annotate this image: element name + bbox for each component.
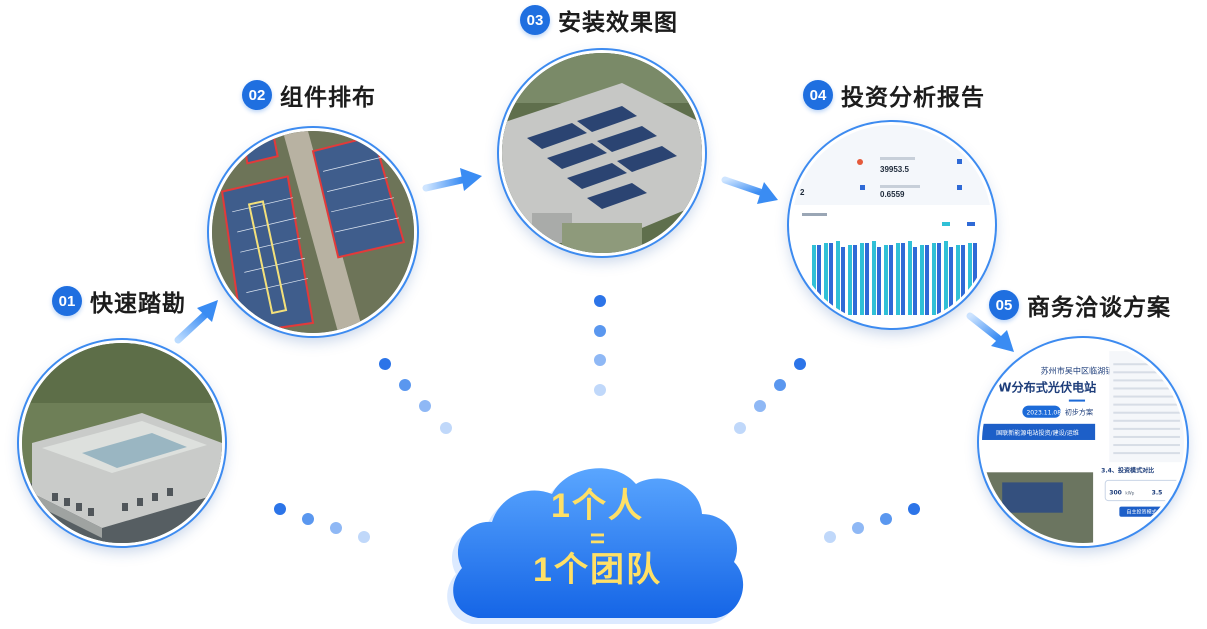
proposal-price-value: 3.5 xyxy=(1152,490,1163,497)
report-bar xyxy=(944,241,948,315)
proposal-location: 苏州市吴中区临湖镇 xyxy=(1041,365,1114,375)
dots-right-upper xyxy=(734,358,806,434)
arrow-04-05 xyxy=(966,312,1014,352)
report-bar xyxy=(973,243,977,315)
cloud-shape xyxy=(447,468,744,624)
step-03-label: 03 安装效果图 xyxy=(520,3,678,37)
arrow-01-02 xyxy=(174,300,218,344)
report-bar xyxy=(937,243,941,315)
dots-left-upper xyxy=(379,358,452,434)
report-bar xyxy=(872,241,876,315)
report-bar xyxy=(829,243,833,315)
step-01-label: 01 快速踏勘 xyxy=(52,284,186,318)
panel-layout-image xyxy=(212,131,414,333)
step-05-title: 商务洽谈方案 xyxy=(1027,294,1171,320)
dots-right-lower xyxy=(824,503,920,543)
report-left-value: 2 xyxy=(800,188,805,197)
report-bar xyxy=(896,243,900,315)
step-04-title: 投资分析报告 xyxy=(841,84,985,110)
proposal-banner: 国联新能源电站投资/建设/运维 xyxy=(996,429,1079,437)
report-bar xyxy=(925,245,929,315)
step-04-badge: 04 xyxy=(803,80,833,110)
step-01-title: 快速踏勘 xyxy=(90,290,186,316)
report-bar xyxy=(908,241,912,315)
report-bar xyxy=(901,243,905,315)
report-bar xyxy=(812,245,816,315)
report-metric-2: 0.6559 xyxy=(880,190,905,199)
business-proposal-image: 苏州市吴中区临湖镇 W分布式光伏电站 2023.11.08 初步方案 国联新能源… xyxy=(982,341,1184,543)
step-02-badge: 02 xyxy=(242,80,272,110)
step-03-title: 安装效果图 xyxy=(558,9,678,35)
slogan-line-2: 1个团队 xyxy=(533,551,662,589)
report-bar xyxy=(949,247,953,315)
panel-layout-photo xyxy=(209,128,417,336)
report-bar xyxy=(961,245,965,315)
report-bar xyxy=(932,243,936,315)
arrow-02-03 xyxy=(422,168,482,192)
report-bar-chart xyxy=(812,241,977,315)
report-bar xyxy=(841,247,845,315)
step-03-badge: 03 xyxy=(520,5,550,35)
arrow-03-04 xyxy=(721,176,778,204)
step-02-label: 02 组件排布 xyxy=(242,78,376,112)
report-bar xyxy=(884,245,888,315)
proposal-section-title: 3.4、投资模式对比 xyxy=(1101,466,1154,474)
report-bar xyxy=(860,243,864,315)
proposal-project-title: W分布式光伏电站 xyxy=(998,380,1096,395)
step-02-title: 组件排布 xyxy=(280,84,376,110)
site-survey-photo xyxy=(19,340,225,546)
report-bar xyxy=(824,243,828,315)
investment-report-image: 39953.5 0.6559 2 xyxy=(792,125,992,325)
report-bar xyxy=(865,243,869,315)
report-bar xyxy=(956,245,960,315)
proposal-capacity-value: 300 xyxy=(1109,490,1122,497)
slogan-line-1: 1个人 xyxy=(551,487,644,525)
proposal-stage: 初步方案 xyxy=(1065,408,1093,417)
dots-center xyxy=(594,295,606,396)
report-bar xyxy=(913,247,917,315)
step-04-label: 04 投资分析报告 xyxy=(803,78,985,112)
report-bar xyxy=(836,241,840,315)
installation-render-image xyxy=(502,53,702,253)
report-metric-1: 39953.5 xyxy=(880,165,909,174)
proposal-capacity-unit: kWp xyxy=(1125,491,1134,496)
report-bar xyxy=(920,245,924,315)
step-01-badge: 01 xyxy=(52,286,82,316)
business-proposal-photo: 苏州市吴中区临湖镇 W分布式光伏电站 2023.11.08 初步方案 国联新能源… xyxy=(979,338,1187,546)
report-bar xyxy=(877,247,881,315)
report-bar xyxy=(968,243,972,315)
step-05-label: 05 商务洽谈方案 xyxy=(989,288,1171,322)
report-bar xyxy=(889,245,893,315)
installation-render-photo xyxy=(499,50,705,256)
report-bar xyxy=(853,245,857,315)
cloud-slogan: 1个人 = 1个团队 xyxy=(465,485,730,591)
proposal-mode-button: 自主投资模式 xyxy=(1126,509,1156,516)
dots-left-lower xyxy=(274,503,370,543)
aerial-building-image xyxy=(22,343,222,543)
report-bar xyxy=(848,245,852,315)
report-bar xyxy=(817,245,821,315)
slogan-equals: = xyxy=(589,523,606,553)
investment-report-photo: 39953.5 0.6559 2 xyxy=(789,122,995,328)
proposal-date: 2023.11.08 xyxy=(1026,410,1061,417)
step-05-badge: 05 xyxy=(989,290,1019,320)
